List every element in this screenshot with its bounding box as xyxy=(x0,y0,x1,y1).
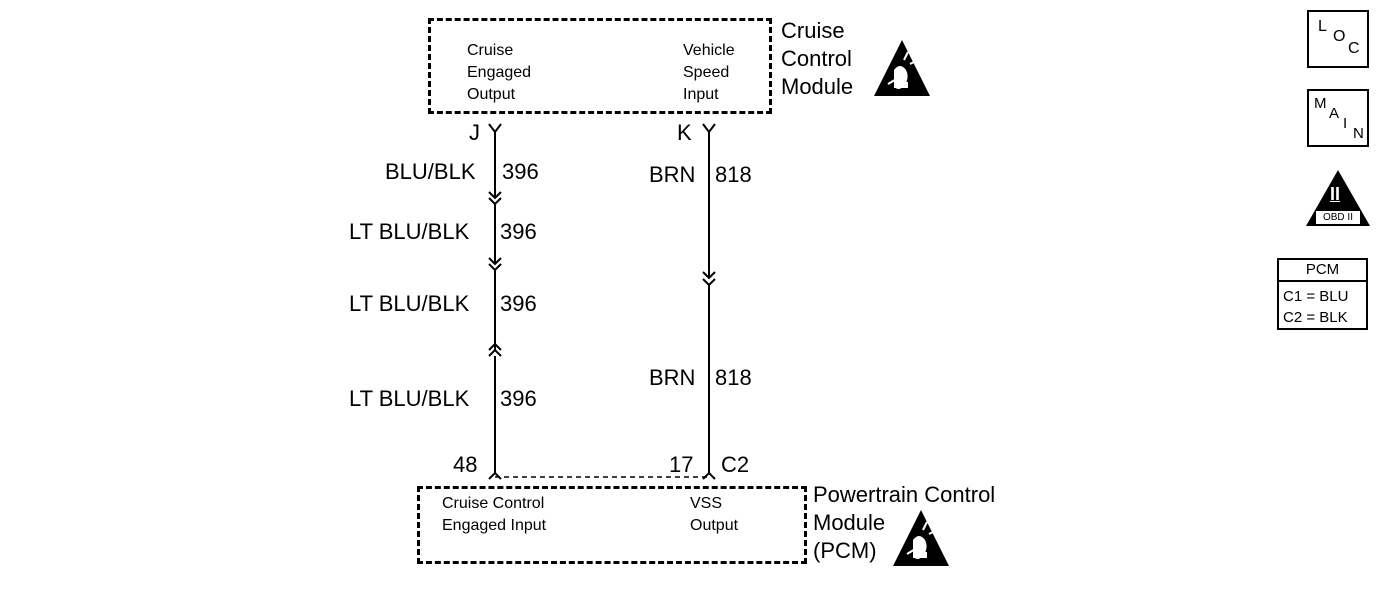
obd-ii-numeral: II xyxy=(1330,184,1341,204)
main-icon[interactable]: M A I N xyxy=(1307,89,1369,147)
pin-48-end xyxy=(488,471,502,480)
terminal-j: J xyxy=(469,120,480,145)
wire-circuit-label: 396 xyxy=(500,386,537,411)
terminal-j-fork xyxy=(488,123,502,134)
wire-circuit-label: 396 xyxy=(500,219,537,244)
cruise-control-module-title: Cruise Control Module xyxy=(781,18,854,99)
pin-17-end xyxy=(702,471,716,480)
loc-icon[interactable]: L O C xyxy=(1307,10,1369,68)
terminal-k: K xyxy=(677,120,692,145)
esd-warning-icon xyxy=(874,40,930,96)
pcm-connector-legend: PCM C1 = BLU C2 = BLK xyxy=(1277,258,1368,330)
wire-color-label: LT BLU/BLK xyxy=(349,291,470,316)
wire-color-label: BRN xyxy=(649,162,696,187)
wire-circuit-label: 396 xyxy=(502,159,539,184)
obd-ii-label: OBD II xyxy=(1316,211,1360,224)
cruise-engaged-output-label: Cruise Engaged Output xyxy=(467,42,532,103)
wire-circuit-label: 818 xyxy=(715,162,752,187)
legend-row: C1 = BLU xyxy=(1283,288,1349,305)
wire-circuit-label: 396 xyxy=(500,291,537,316)
legend-row: C2 = BLK xyxy=(1283,309,1348,326)
wire-circuit-label: 818 xyxy=(715,365,752,390)
vehicle-speed-input-label: Vehicle Speed Input xyxy=(683,42,735,103)
esd-warning-icon xyxy=(893,510,949,566)
pin-17-label: 17 xyxy=(669,452,694,477)
wire-color-label: BRN xyxy=(649,365,696,390)
vss-output-label: VSS Output xyxy=(690,495,739,534)
pcm-module-title: Powertrain Control Module (PCM) xyxy=(813,482,996,563)
wire-color-label: LT BLU/BLK xyxy=(349,386,470,411)
pin-48-label: 48 xyxy=(453,452,478,477)
connector-c2-label: C2 xyxy=(721,452,750,477)
cruise-control-module-box xyxy=(428,18,772,114)
wire-color-label: BLU/BLK xyxy=(385,159,476,184)
cruise-control-engaged-input-label: Cruise Control Engaged Input xyxy=(442,495,547,534)
wire-color-label: LT BLU/BLK xyxy=(349,219,470,244)
terminal-k-fork xyxy=(702,123,716,134)
pcm-module-box xyxy=(417,486,807,564)
legend-title: PCM xyxy=(1279,260,1366,282)
